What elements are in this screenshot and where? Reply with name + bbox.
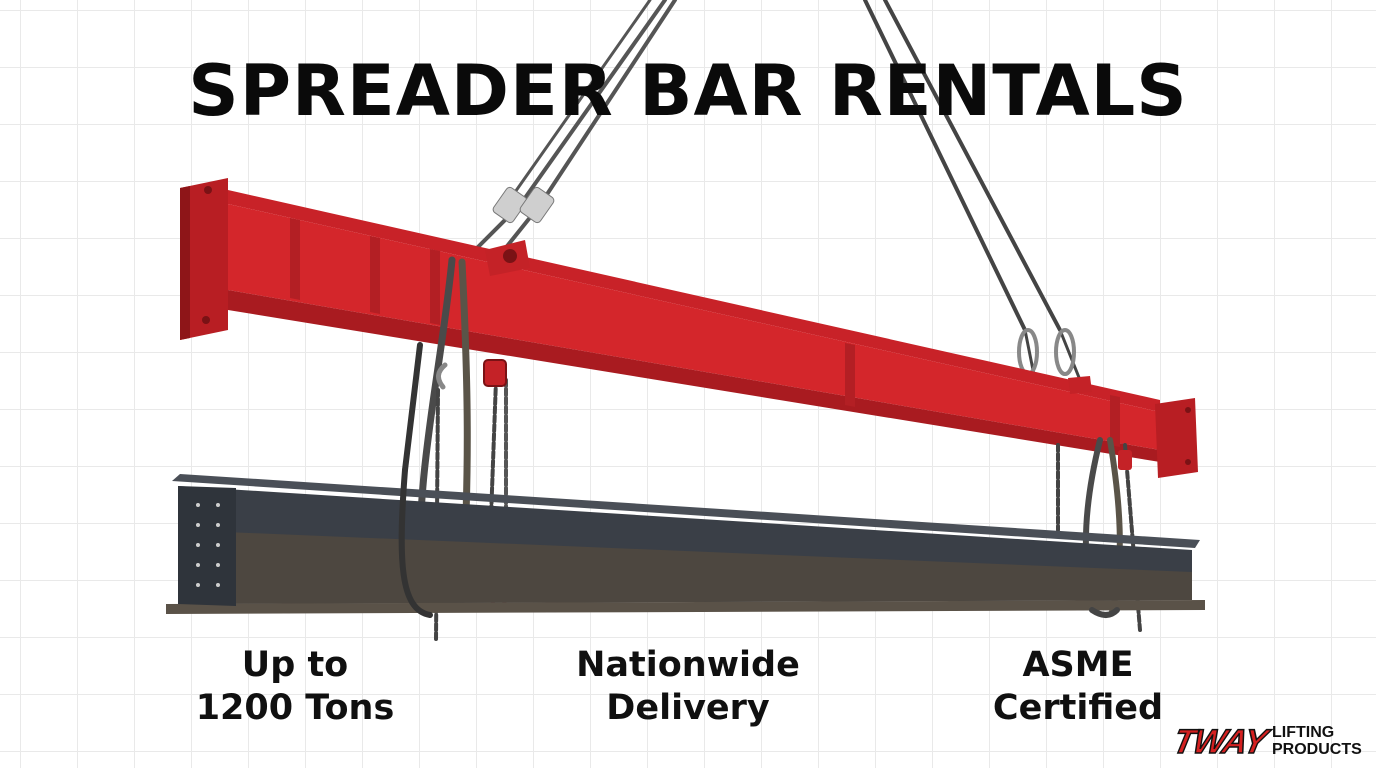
logo-text: LIFTING PRODUCTS: [1272, 724, 1362, 758]
feature-delivery-line2: Delivery: [606, 688, 770, 728]
feature-capacity-line2: 1200 Tons: [195, 688, 395, 728]
brand-logo[interactable]: TWAY LIFTING PRODUCTS: [1169, 722, 1372, 764]
logo-mark: TWAY: [1169, 722, 1270, 762]
page-title: SPREADER BAR RENTALS: [188, 50, 1188, 132]
feature-certification: ASME Certified: [908, 644, 1248, 730]
feature-certification-line1: ASME: [1022, 645, 1134, 685]
spreader-bar: [180, 178, 1198, 478]
feature-capacity: Up to 1200 Tons: [125, 644, 465, 730]
feature-delivery: Nationwide Delivery: [518, 644, 858, 730]
feature-delivery-line1: Nationwide: [576, 645, 800, 685]
feature-certification-line2: Certified: [992, 688, 1164, 728]
feature-capacity-line1: Up to: [241, 645, 349, 685]
logo-text-line1: LIFTING: [1272, 724, 1335, 741]
steel-i-beam-illustration: [166, 474, 1205, 614]
logo-text-line2: PRODUCTS: [1272, 741, 1362, 758]
